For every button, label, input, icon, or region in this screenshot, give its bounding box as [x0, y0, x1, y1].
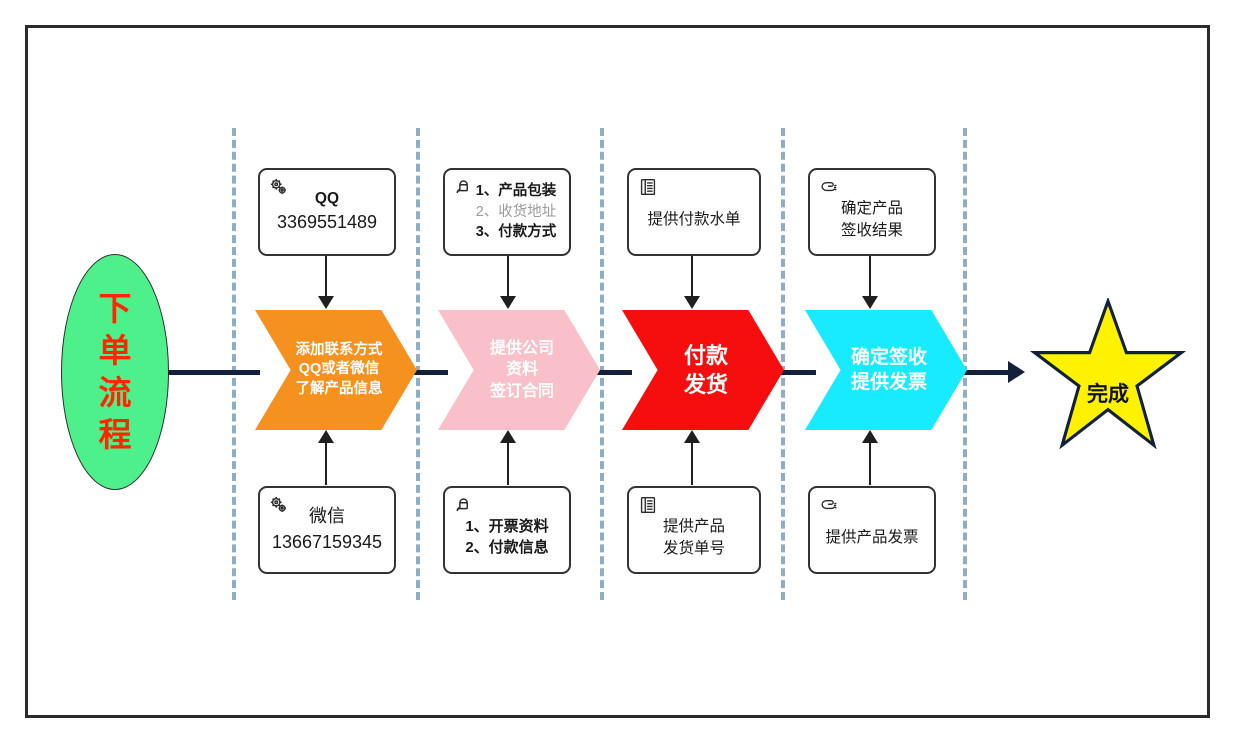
process-step-4-label: 确定签收 提供发票 [850, 346, 927, 393]
connector-note-step1-bottom [325, 443, 328, 485]
process-step-2-label: 提供公司 资料 签订合同 [489, 340, 554, 400]
connector-note-step2-top [507, 256, 510, 298]
lane-divider-5 [963, 128, 967, 600]
lane-divider-3 [600, 128, 604, 600]
connector-end-arrowhead [1008, 361, 1025, 383]
connector-note-step4-bottom [869, 443, 872, 485]
arrowhead-note-step1-bottom [318, 430, 334, 443]
lane-divider-1 [232, 128, 236, 600]
note-step4-top[interactable]: 确定产品 签收结果 [808, 168, 936, 256]
connector-note-step2-bottom [507, 443, 510, 485]
note-step2-top[interactable]: 1、产品包装 2、收货地址 3、付款方式 [443, 168, 571, 256]
note-step1-bottom-text: 微信 13667159345 [271, 506, 383, 552]
arrowhead-note-step2-bottom [500, 430, 516, 443]
process-step-1-label: 添加联系方式 QQ或者微信 了解产品信息 [295, 342, 383, 397]
process-step-2[interactable]: 提供公司 资料 签订合同 [438, 310, 600, 430]
start-node-label: 下单流程 [98, 289, 132, 454]
note-step3-bottom-text: 提供产品 发货单号 [662, 518, 725, 557]
gears-icon [268, 494, 290, 516]
note-step3-top-text: 提供付款水单 [647, 211, 741, 228]
note-step1-top[interactable]: QQ 3369551489 [258, 168, 396, 256]
end-node[interactable]: 完成 [1030, 298, 1186, 450]
arrowhead-note-step1-top [318, 296, 334, 309]
arrowhead-note-step3-bottom [684, 430, 700, 443]
document-list-icon [637, 494, 659, 516]
arrowhead-note-step3-top [684, 296, 700, 309]
lane-divider-4 [781, 128, 785, 600]
arrowhead-note-step2-top [500, 296, 516, 309]
connector-step4-to-end [943, 370, 1021, 375]
note-step2-bottom-text: 1、开票资料 2、付款信息 [465, 517, 549, 556]
note-step3-bottom[interactable]: 提供产品 发货单号 [627, 486, 761, 574]
process-step-3-label: 付款 发货 [683, 342, 728, 397]
note-step1-bottom[interactable]: 微信 13667159345 [258, 486, 396, 574]
connector-step2-to-step3 [576, 370, 632, 375]
gears-icon [268, 176, 290, 198]
pointing-hand-icon [818, 494, 840, 516]
note-step2-top-text: 1、产品包装 2、收货地址 3、付款方式 [475, 183, 557, 241]
note-step4-top-text: 确定产品 签收结果 [840, 200, 903, 239]
connector-note-step3-top [691, 256, 694, 298]
note-step4-bottom[interactable]: 提供产品发票 [808, 486, 936, 574]
person-icon [453, 494, 475, 516]
connector-start-to-step1 [168, 370, 260, 375]
pointing-hand-icon [818, 176, 840, 198]
note-step4-bottom-text: 提供产品发票 [825, 529, 919, 546]
connector-note-step1-top [325, 256, 328, 298]
person-icon [453, 176, 475, 198]
connector-note-step3-bottom [691, 443, 694, 485]
note-step3-top[interactable]: 提供付款水单 [627, 168, 761, 256]
start-node[interactable]: 下单流程 [61, 254, 169, 490]
arrowhead-note-step4-top [862, 296, 878, 309]
lane-divider-2 [416, 128, 420, 600]
connector-step3-to-step4 [760, 370, 816, 375]
note-step1-top-text: QQ 3369551489 [276, 190, 378, 233]
note-step2-bottom[interactable]: 1、开票资料 2、付款信息 [443, 486, 571, 574]
connector-note-step4-top [869, 256, 872, 298]
connector-step1-to-step2 [392, 370, 448, 375]
arrowhead-note-step4-bottom [862, 430, 878, 443]
star-shape [1030, 298, 1186, 450]
process-step-1[interactable]: 添加联系方式 QQ或者微信 了解产品信息 [255, 310, 417, 430]
document-list-icon [637, 176, 659, 198]
